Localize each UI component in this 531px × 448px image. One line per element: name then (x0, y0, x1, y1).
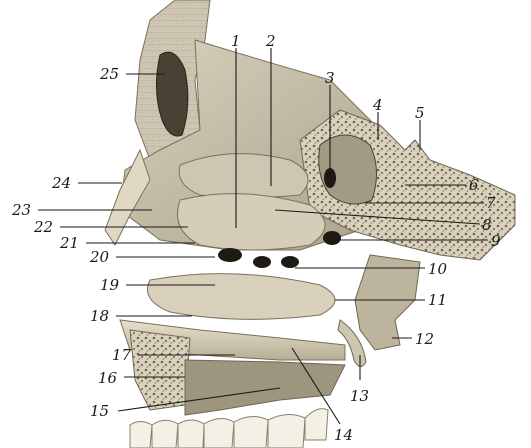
label-6: 6 (469, 176, 479, 194)
opening-b (253, 256, 271, 268)
number-labels: 1 2 3 4 5 6 7 8 9 10 11 12 13 14 15 16 1… (11, 32, 501, 444)
oral-vestibule (184, 359, 346, 416)
label-24: 24 (51, 174, 71, 192)
label-1: 1 (231, 32, 241, 50)
label-21: 21 (59, 234, 79, 252)
opening-c (281, 256, 299, 268)
sphenoid-sinus (318, 134, 377, 205)
label-14: 14 (334, 426, 353, 444)
opening-d (323, 231, 341, 245)
label-12: 12 (415, 330, 434, 348)
teeth (129, 408, 329, 448)
label-2: 2 (265, 32, 276, 50)
label-4: 4 (372, 96, 383, 114)
label-23: 23 (11, 201, 31, 219)
label-9: 9 (491, 232, 501, 250)
opening-a (218, 248, 242, 262)
label-7: 7 (486, 194, 496, 212)
label-13: 13 (350, 387, 369, 405)
label-11: 11 (428, 291, 447, 309)
label-20: 20 (89, 248, 110, 266)
label-3: 3 (325, 69, 335, 87)
label-16: 16 (98, 369, 118, 387)
inferior-turbinate (147, 273, 336, 320)
nasal-bone (104, 148, 151, 246)
leader-lines (38, 48, 488, 425)
pharyngeal-wall (354, 254, 421, 351)
label-19: 19 (100, 276, 120, 294)
label-10: 10 (428, 260, 448, 278)
label-17: 17 (112, 346, 132, 364)
label-18: 18 (90, 307, 109, 325)
anatomy-illustration (104, 0, 516, 448)
frontal-sinus (155, 51, 189, 137)
maxilla-spongy (129, 329, 191, 411)
label-25: 25 (99, 65, 119, 83)
label-5: 5 (415, 104, 425, 122)
superior-turbinate (178, 153, 309, 198)
middle-turbinate (177, 193, 326, 251)
label-8: 8 (482, 216, 492, 234)
label-15: 15 (90, 402, 109, 420)
soft-palate (337, 319, 367, 367)
label-22: 22 (33, 218, 53, 236)
